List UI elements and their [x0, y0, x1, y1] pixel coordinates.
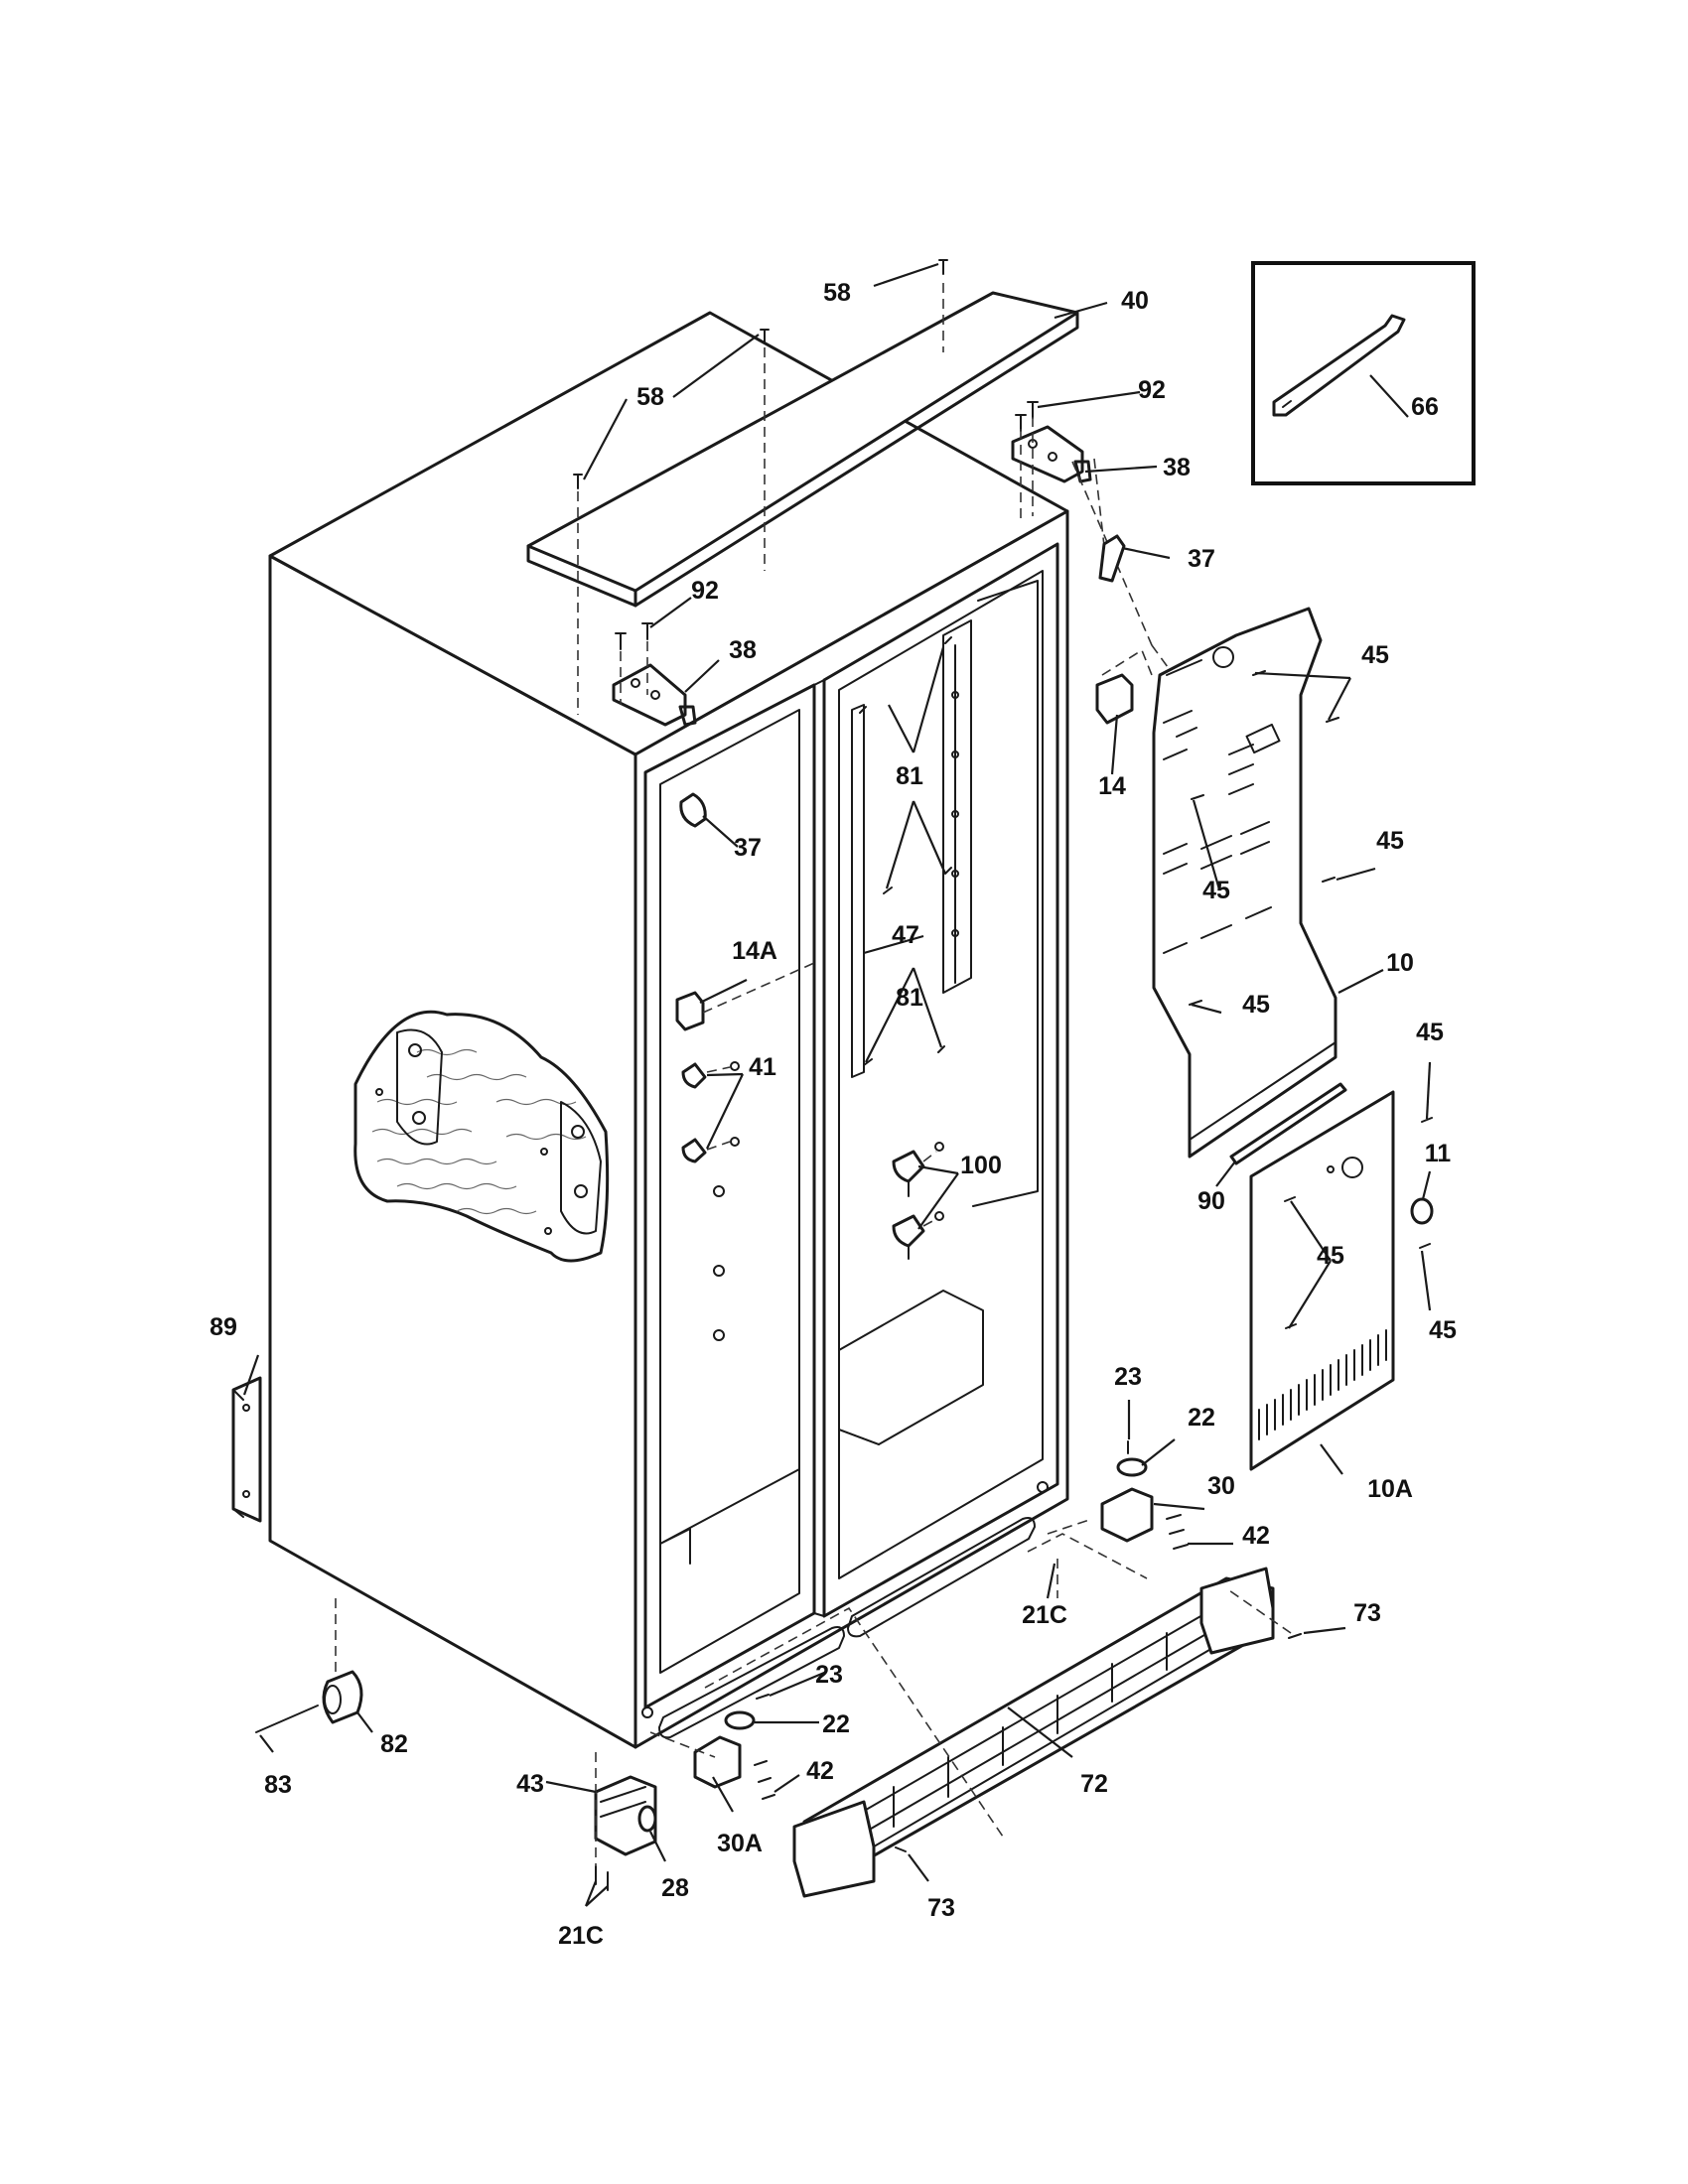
label-10: 10 — [1386, 949, 1414, 977]
part-40-top-cover — [526, 291, 1079, 608]
screws-top — [573, 259, 1039, 650]
label-73-right: 73 — [1353, 1599, 1381, 1627]
label-43: 43 — [516, 1770, 544, 1798]
label-58-left: 58 — [636, 383, 664, 411]
label-83: 83 — [264, 1771, 292, 1799]
part-81-screws — [859, 636, 952, 1066]
label-21C-right: 21C — [1022, 1601, 1067, 1629]
label-23-left: 23 — [815, 1661, 843, 1689]
label-89: 89 — [210, 1313, 237, 1341]
label-100: 100 — [960, 1152, 1002, 1179]
label-66: 66 — [1411, 393, 1439, 421]
vent-slots — [1258, 1329, 1387, 1440]
part-47-rails — [851, 619, 972, 1078]
label-47: 47 — [892, 921, 919, 949]
part-10A-lower-cover — [1249, 1090, 1395, 1471]
label-45-d: 45 — [1242, 991, 1270, 1019]
label-22-right: 22 — [1188, 1404, 1215, 1432]
part-10-evaporator-cover — [1152, 607, 1337, 1159]
label-14: 14 — [1098, 772, 1126, 800]
label-42-left: 42 — [806, 1757, 834, 1785]
label-38-left: 38 — [729, 636, 757, 664]
label-38-right: 38 — [1163, 454, 1191, 481]
part-11-plug — [1410, 1197, 1434, 1225]
part-89-bracket — [231, 1376, 262, 1523]
inset-box — [1251, 261, 1476, 485]
callout-labels: 58 40 58 92 38 37 92 38 66 14 45 37 81 4… — [210, 279, 1457, 1950]
label-45-c: 45 — [1202, 877, 1230, 904]
part-43-28-bracket — [594, 1775, 657, 1891]
label-92-right: 92 — [1138, 376, 1166, 404]
part-37-right — [1098, 534, 1126, 583]
label-90: 90 — [1197, 1187, 1225, 1215]
part-72-toe-grille — [792, 1567, 1275, 1898]
parts-right-leveler — [1100, 1440, 1189, 1550]
label-45-a: 45 — [1361, 641, 1389, 669]
label-45-f: 45 — [1317, 1242, 1344, 1270]
label-40: 40 — [1121, 287, 1149, 315]
label-81-top: 81 — [896, 762, 923, 790]
part-66-strap — [1272, 314, 1406, 417]
label-72: 72 — [1080, 1770, 1108, 1798]
label-37-left: 37 — [734, 834, 762, 862]
part-82-83-caster — [255, 1670, 363, 1733]
side-panel-texture — [353, 1010, 610, 1263]
part-38-hinge-right — [1011, 425, 1092, 483]
label-10A: 10A — [1367, 1475, 1413, 1503]
parts-left-leveler — [693, 1694, 775, 1800]
part-100-fittings — [892, 1142, 944, 1260]
label-30: 30 — [1207, 1472, 1235, 1500]
assembly-lines-bottom — [335, 1518, 1292, 1866]
part-41-pins — [681, 1061, 740, 1163]
label-45-e: 45 — [1416, 1019, 1444, 1046]
leader-lines — [242, 262, 1432, 1907]
label-23-right: 23 — [1114, 1363, 1142, 1391]
label-30A: 30A — [717, 1830, 763, 1857]
label-73-left: 73 — [927, 1894, 955, 1922]
label-21C-left: 21C — [558, 1922, 604, 1950]
label-45-g: 45 — [1429, 1316, 1457, 1344]
label-28: 28 — [661, 1874, 689, 1902]
label-22-left: 22 — [822, 1710, 850, 1738]
label-81-bottom: 81 — [896, 984, 923, 1012]
part-14A-switch — [675, 962, 815, 1031]
part-73-screws — [895, 1633, 1302, 1852]
label-41: 41 — [749, 1053, 776, 1081]
label-45-b: 45 — [1376, 827, 1404, 855]
label-82: 82 — [380, 1730, 408, 1758]
label-42-right: 42 — [1242, 1522, 1270, 1550]
part-14-switch — [1095, 648, 1153, 725]
label-58-top: 58 — [823, 279, 851, 307]
label-37-right: 37 — [1188, 545, 1215, 573]
label-14A: 14A — [732, 937, 777, 965]
part-38-hinge-left — [612, 663, 697, 727]
label-11: 11 — [1425, 1140, 1452, 1167]
label-92-left: 92 — [691, 577, 719, 605]
